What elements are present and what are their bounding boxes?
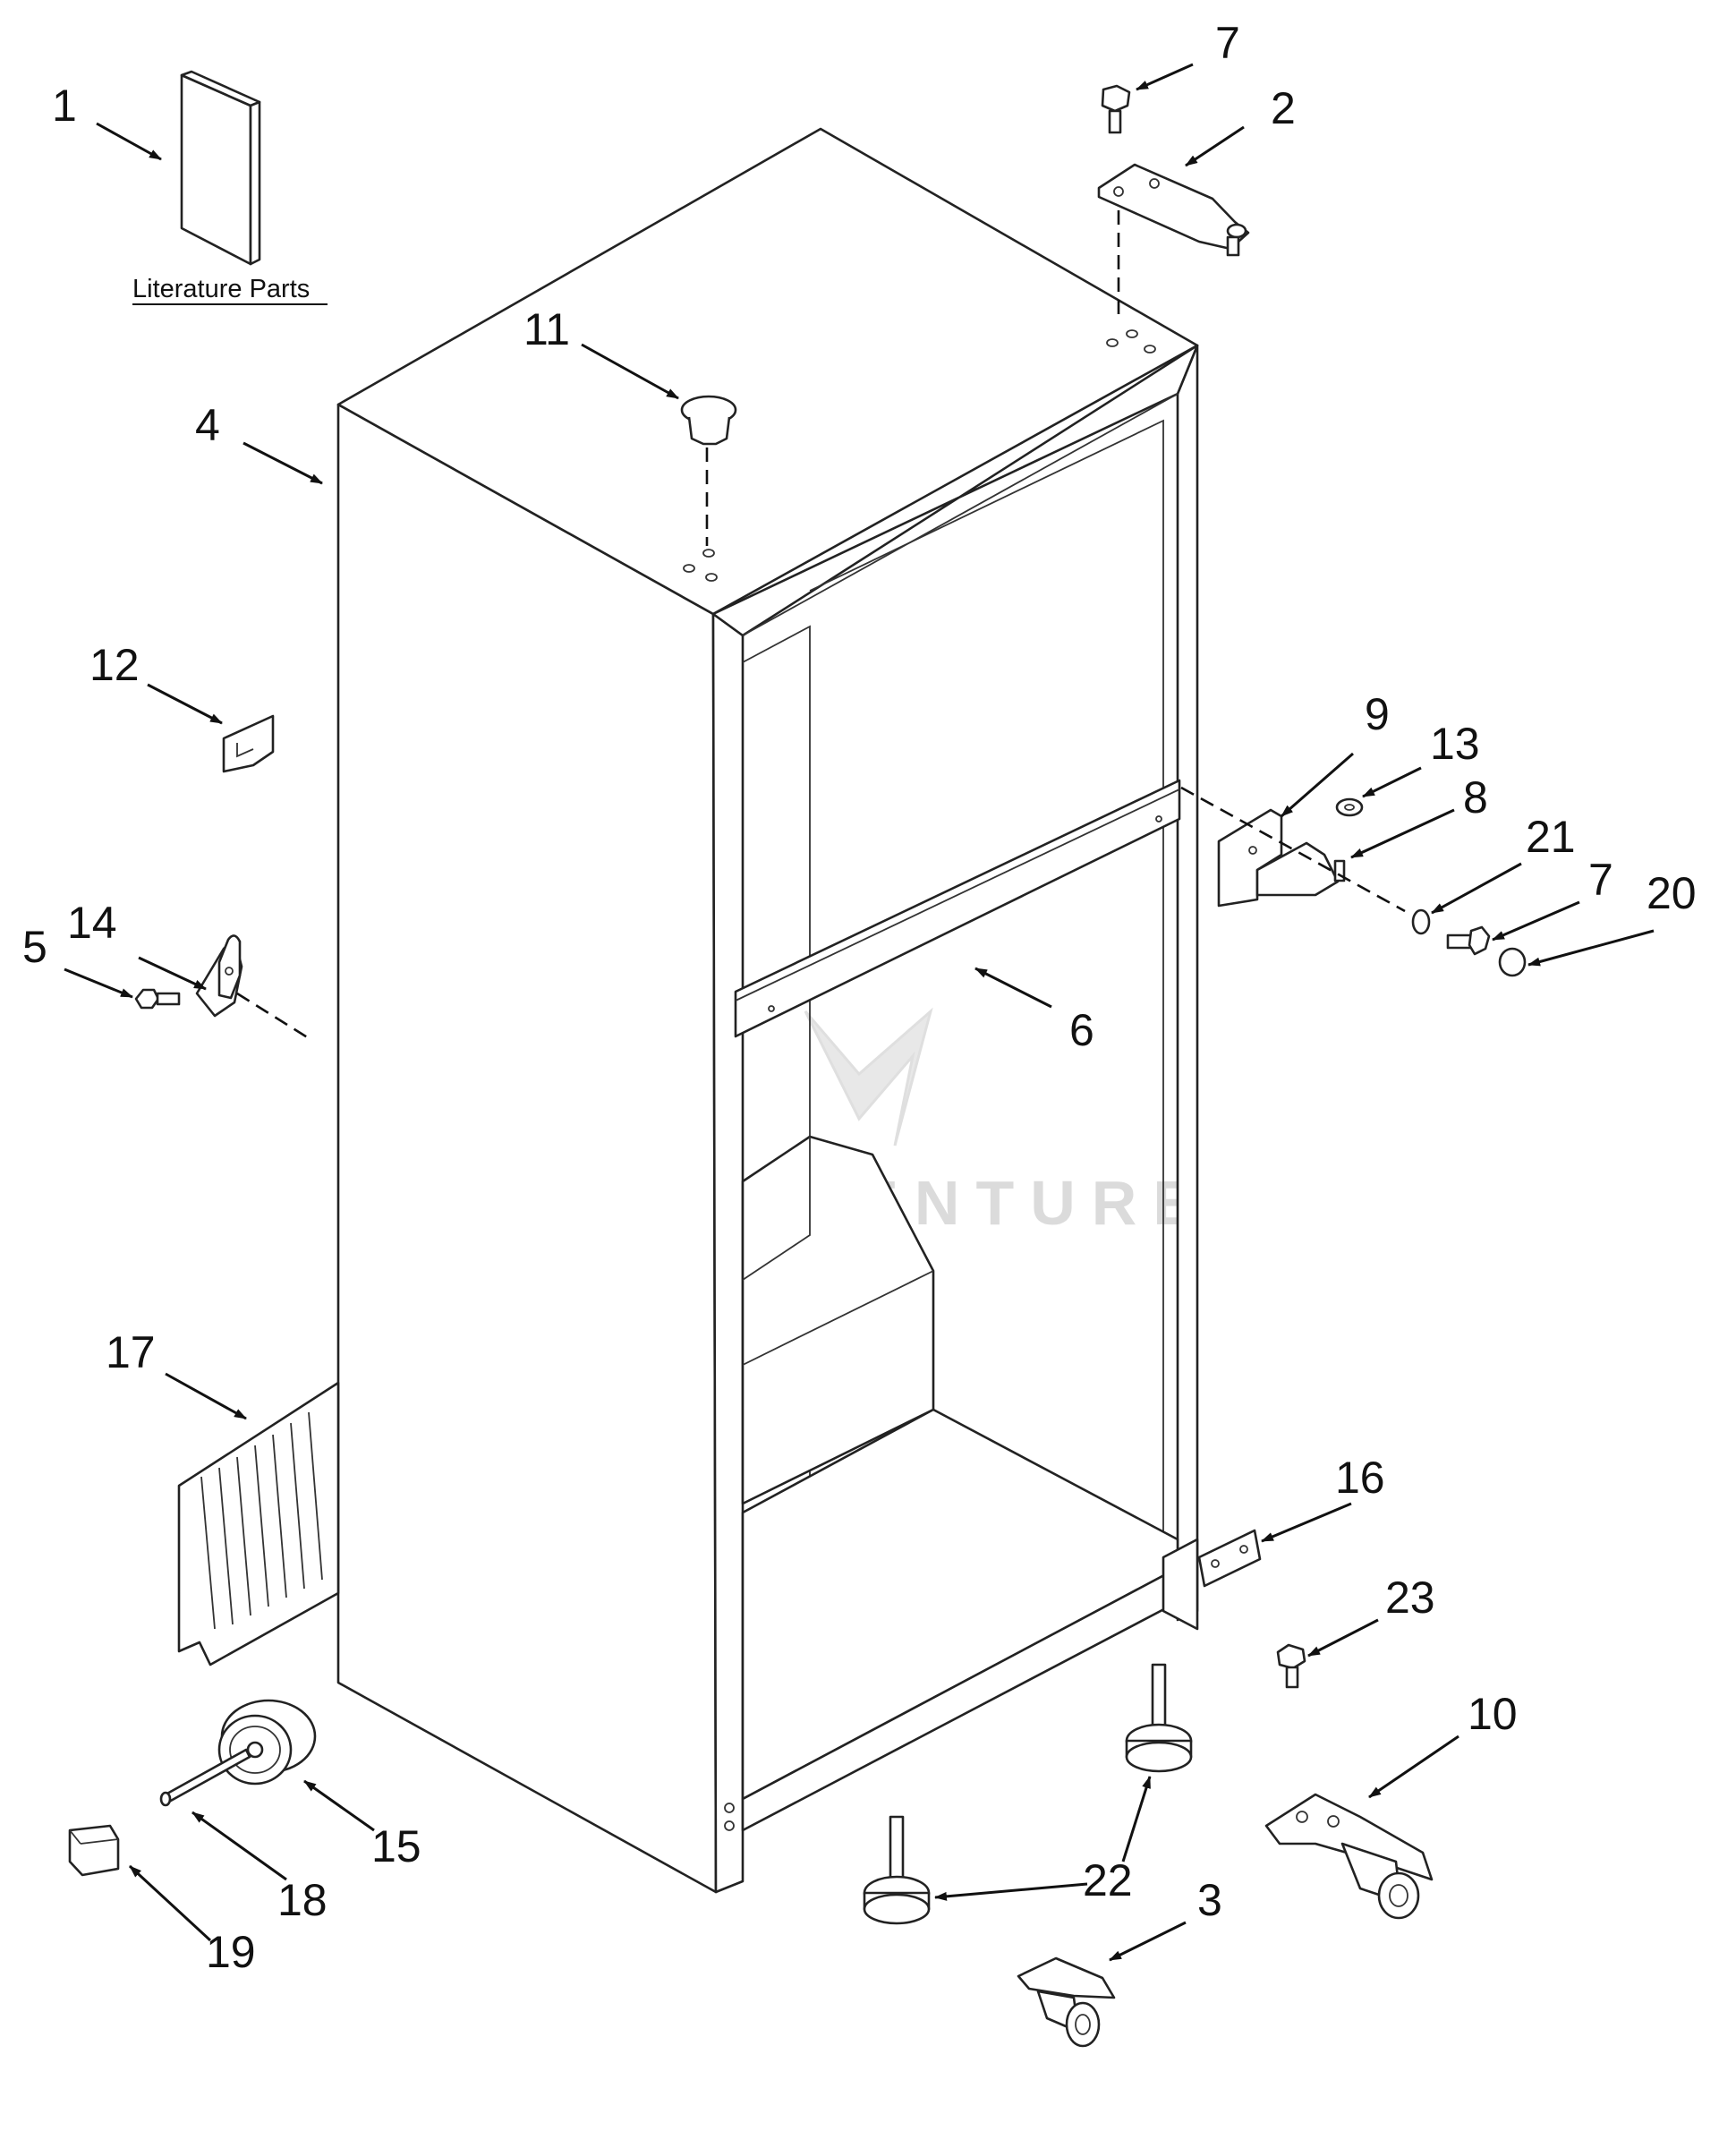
callout-8: 8 bbox=[1463, 772, 1488, 823]
door-stop-bracket-icon bbox=[195, 934, 243, 1018]
callout-21: 21 bbox=[1526, 812, 1576, 862]
hinge-cap-20-icon bbox=[1498, 947, 1527, 977]
rear-wheel-icon bbox=[217, 1699, 317, 1786]
cabinet-shell bbox=[336, 127, 1199, 1894]
washer-13-icon bbox=[1335, 797, 1364, 817]
screw-5-icon bbox=[134, 988, 181, 1010]
watermark-logo-icon bbox=[804, 1007, 933, 1146]
callout-18: 18 bbox=[277, 1875, 328, 1925]
callout-23: 23 bbox=[1385, 1573, 1435, 1623]
front-caster-10-icon bbox=[1264, 1793, 1434, 1920]
callout-13: 13 bbox=[1430, 719, 1480, 769]
callout-16: 16 bbox=[1335, 1453, 1385, 1503]
callout-5: 5 bbox=[22, 922, 47, 972]
literature-parts-caption: Literature Parts bbox=[132, 275, 310, 303]
wheel-cap-icon bbox=[68, 1824, 120, 1877]
axle-pin-icon bbox=[159, 1748, 251, 1807]
callout-20: 20 bbox=[1647, 868, 1697, 918]
rear-grille-icon bbox=[177, 1381, 340, 1666]
hinge-screw-top-icon bbox=[1101, 84, 1131, 134]
callout-6: 6 bbox=[1069, 1005, 1094, 1055]
callout-2: 2 bbox=[1271, 83, 1296, 133]
leveling-leg-lower-icon bbox=[863, 1815, 931, 1925]
literature-parts-icon bbox=[180, 70, 261, 266]
callout-19: 19 bbox=[206, 1927, 256, 1977]
bottom-hinge-plate-icon bbox=[1197, 1529, 1262, 1588]
leveling-leg-upper-icon bbox=[1125, 1663, 1193, 1773]
callout-7-right: 7 bbox=[1588, 855, 1613, 905]
center-hinge-dash-line bbox=[1180, 786, 1406, 913]
divider-rail bbox=[734, 779, 1181, 1038]
plug-icon bbox=[680, 395, 737, 446]
callout-22: 22 bbox=[1083, 1855, 1133, 1905]
washer-21-icon bbox=[1411, 908, 1431, 935]
callout-15: 15 bbox=[371, 1821, 421, 1871]
callout-10: 10 bbox=[1468, 1689, 1518, 1739]
bracket-12-icon bbox=[222, 714, 275, 773]
callout-9: 9 bbox=[1365, 689, 1390, 739]
callout-1: 1 bbox=[52, 81, 77, 131]
top-hinge-icon bbox=[1097, 163, 1250, 257]
callout-11: 11 bbox=[523, 304, 570, 354]
leader-arrows bbox=[64, 63, 1655, 1962]
callout-12: 12 bbox=[89, 640, 140, 690]
hinge-screw-7b-icon bbox=[1446, 925, 1491, 956]
rear-caster-3-icon bbox=[1017, 1956, 1116, 2048]
callout-14: 14 bbox=[67, 898, 117, 948]
stop-dash-line bbox=[236, 992, 310, 1040]
center-hinge-icon bbox=[1217, 808, 1346, 908]
callout-3: 3 bbox=[1197, 1875, 1222, 1925]
callout-7-top: 7 bbox=[1215, 18, 1240, 68]
callout-17: 17 bbox=[106, 1327, 156, 1377]
callout-4: 4 bbox=[195, 400, 220, 450]
callout-labels: 1 2 7 4 11 12 14 5 6 9 13 8 21 7 20 16 2… bbox=[22, 18, 1697, 1977]
screw-23-icon bbox=[1276, 1643, 1306, 1689]
